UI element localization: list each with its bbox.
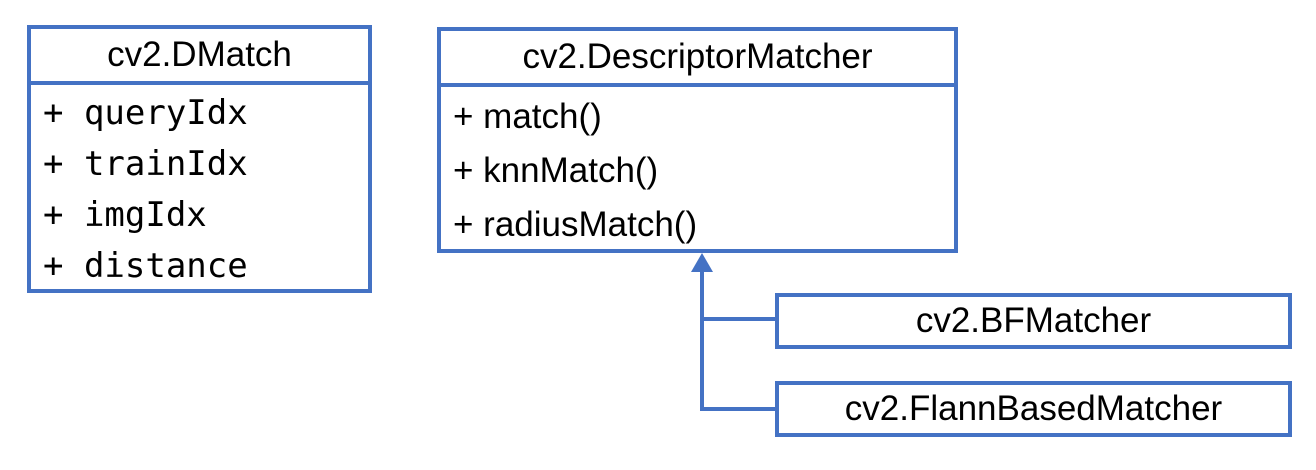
class-title-dmatch: cv2.DMatch [31,29,368,85]
connector-trunk-and-flann-branch [700,270,775,411]
class-title-descriptor-matcher: cv2.DescriptorMatcher [441,31,954,87]
class-box-dmatch: cv2.DMatch + queryIdx + trainIdx + imgId… [27,25,372,293]
class-box-bf-matcher: cv2.BFMatcher [775,293,1292,349]
class-title-bf-matcher: cv2.BFMatcher [915,301,1152,340]
class-member: + distance [43,246,248,286]
class-member: + match() [453,97,602,136]
class-box-descriptor-matcher: cv2.DescriptorMatcher + match() + knnMat… [437,27,958,253]
class-members-dmatch: + queryIdx + trainIdx + imgIdx + distanc… [31,85,368,292]
class-member: + queryIdx [43,93,248,133]
class-member: + trainIdx [43,144,248,184]
inheritance-arrowhead-icon [691,253,713,272]
class-member: + imgIdx [43,195,207,235]
class-title-flann-based-matcher: cv2.FlannBasedMatcher [844,389,1223,428]
class-box-flann-based-matcher: cv2.FlannBasedMatcher [775,381,1292,437]
class-members-descriptor-matcher: + match() + knnMatch() + radiusMatch() [441,87,954,252]
class-member: + radiusMatch() [453,205,698,244]
class-member: + knnMatch() [453,151,659,190]
